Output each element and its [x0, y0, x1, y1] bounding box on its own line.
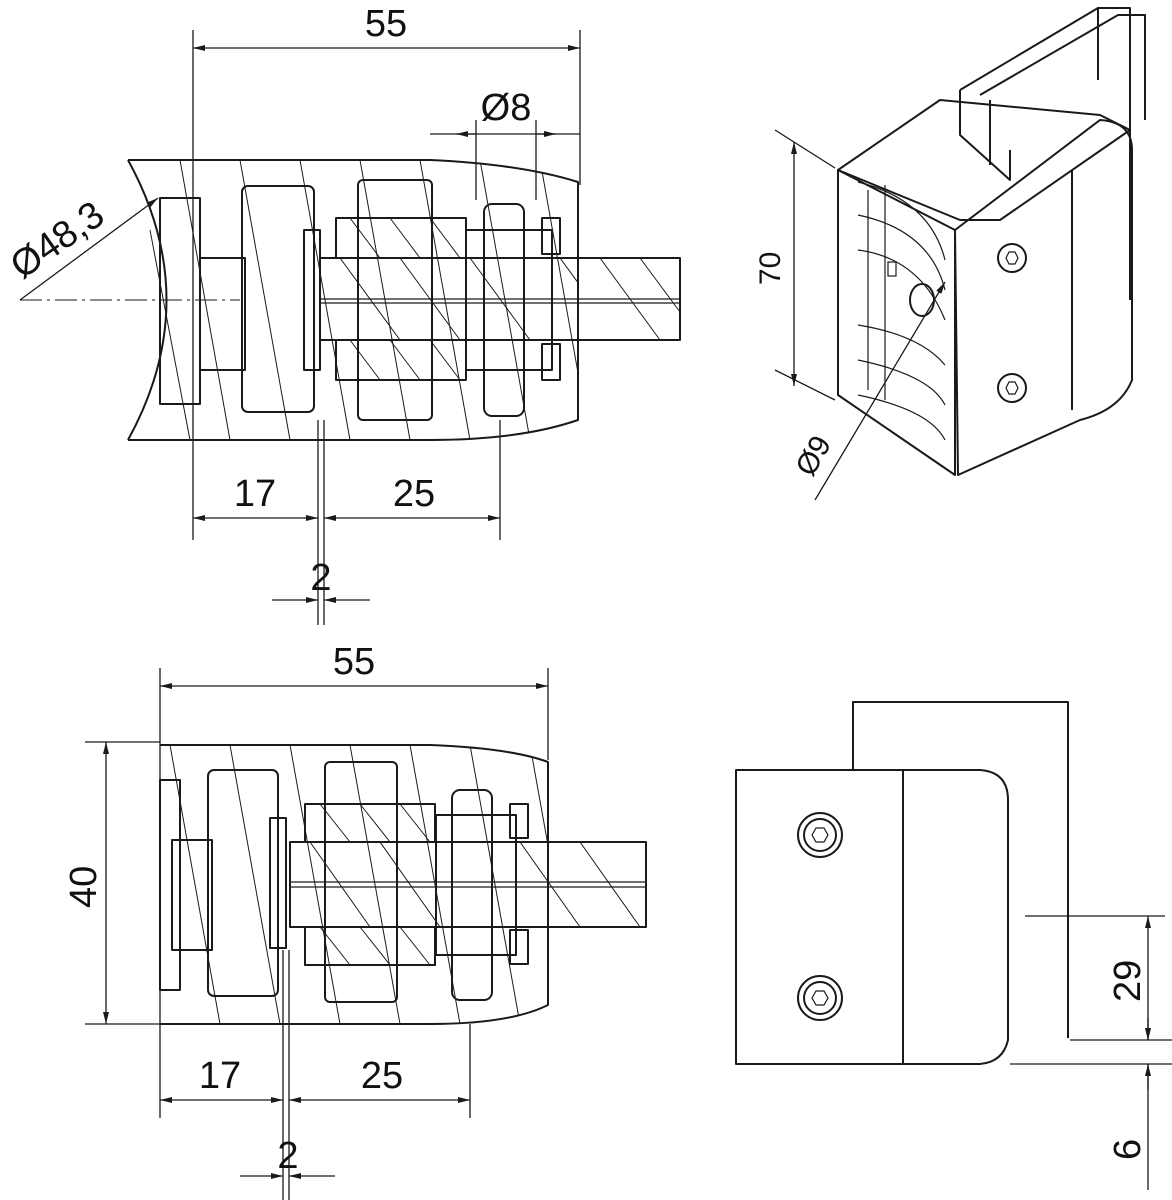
sleeve-top [335, 217, 467, 259]
nut-bottom [541, 343, 561, 381]
dim-label-section-2: 2 [277, 1135, 298, 1177]
section-body-hatch [169, 745, 548, 1024]
dim-label-40: 40 [63, 866, 105, 908]
dim-line-pipe [19, 197, 159, 301]
dim-label-17: 17 [234, 473, 276, 515]
dim-line-hole [814, 281, 946, 501]
screw-bottom-icon [997, 373, 1027, 403]
section-body-outline [160, 744, 549, 1025]
clamp-front-face [954, 119, 1133, 476]
spacer-plate [303, 229, 321, 371]
dim-label-29: 29 [1107, 960, 1149, 1002]
glass-pane-front [852, 701, 1069, 1038]
section-view: 55 40 17 25 2 [63, 641, 647, 1200]
top-view: 55 Ø8 Ø48,3 17 25 2 [3, 3, 681, 625]
screw-upper-icon [797, 812, 843, 858]
dim-label-25: 25 [393, 473, 435, 515]
dim-label-section-17: 17 [199, 1055, 241, 1097]
nut-housing [357, 179, 433, 421]
section-glass [289, 841, 647, 928]
bolt-shaft [465, 229, 553, 371]
sleeve-bottom [335, 339, 467, 381]
dim-label-pipe: Ø48,3 [3, 194, 112, 288]
section-plate [159, 779, 181, 991]
dim-label-6: 6 [1107, 1139, 1149, 1160]
screw-lower-icon [797, 975, 843, 1021]
dim-label-55: 55 [365, 3, 407, 45]
slot [887, 261, 897, 277]
rubber-block [241, 185, 315, 413]
clamp-front [735, 769, 1009, 1065]
screw-top-icon [997, 243, 1027, 273]
plate-stem [199, 257, 246, 371]
nut-top [541, 217, 561, 255]
dim-label-section-25: 25 [361, 1055, 403, 1097]
dim-label-section-55: 55 [333, 641, 375, 683]
bolt-head [483, 203, 525, 417]
dim-label-70: 70 [754, 252, 787, 285]
dim-label-bolt: Ø8 [481, 87, 532, 129]
dim-label-2: 2 [310, 557, 331, 599]
hole-9 [909, 283, 935, 317]
glass-edge [959, 90, 1011, 181]
clamp-top-face [837, 99, 1131, 221]
section-rubber [207, 769, 279, 997]
iso-view: 70 Ø9 [754, 7, 1146, 501]
section-bolt-head [451, 789, 493, 1001]
front-view: 29 6 [735, 701, 1172, 1190]
